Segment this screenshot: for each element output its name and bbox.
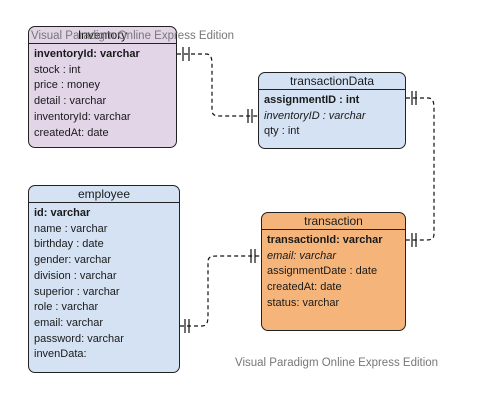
field: status: varchar — [267, 296, 340, 309]
field: division : varchar — [34, 269, 117, 282]
field: birthday : date — [34, 238, 104, 251]
entity-transactiondata-fields: assignmentID : int inventoryID : varchar… — [259, 90, 405, 140]
entity-inventory[interactable]: Inventory inventoryId: varchar stock : i… — [28, 26, 177, 148]
field: gender: varchar — [34, 254, 112, 267]
field: superior : varchar — [34, 285, 120, 298]
entity-inventory-fields: inventoryId: varchar stock : int price :… — [29, 44, 176, 141]
entity-employee-fields: id: varchar name : varchar birthday : da… — [29, 203, 179, 363]
field: price : money — [34, 79, 101, 92]
field: qty : int — [264, 125, 300, 138]
field: password: varchar — [34, 332, 124, 345]
entity-inventory-title: Inventory — [29, 27, 176, 44]
field: invenData: — [34, 348, 87, 361]
field: createdAt: date — [267, 281, 342, 294]
field: name : varchar — [34, 222, 108, 235]
field: email: varchar — [34, 316, 104, 329]
field: role : varchar — [34, 301, 99, 314]
field: email: varchar — [267, 249, 337, 262]
connector-transactiondata-transaction — [406, 97, 435, 241]
entity-transaction-title: transaction — [262, 213, 405, 230]
entity-transaction[interactable]: transaction transactionId: varchar email… — [261, 212, 406, 331]
field: detail : varchar — [34, 95, 107, 108]
entity-transactiondata[interactable]: transactionData assignmentID : int inven… — [258, 72, 406, 149]
entity-transaction-fields: transactionId: varchar email: varchar as… — [262, 230, 405, 312]
field: id: varchar — [34, 207, 91, 219]
connector-inventory-transactiondata — [177, 53, 258, 117]
field: stock : int — [34, 63, 81, 76]
entity-transactiondata-title: transactionData — [259, 73, 405, 90]
entity-employee-title: employee — [29, 186, 179, 203]
field: inventoryID : varchar — [264, 109, 366, 122]
entity-employee[interactable]: employee id: varchar name : varchar birt… — [28, 185, 180, 373]
field: inventoryId: varchar — [34, 110, 131, 123]
field: inventoryId: varchar — [34, 48, 140, 60]
field: createdAt: date — [34, 126, 109, 139]
field: assignmentID : int — [264, 94, 360, 106]
connector-employee-transaction — [180, 255, 261, 327]
field: assignmentDate : date — [267, 265, 378, 278]
field: transactionId: varchar — [267, 234, 383, 246]
